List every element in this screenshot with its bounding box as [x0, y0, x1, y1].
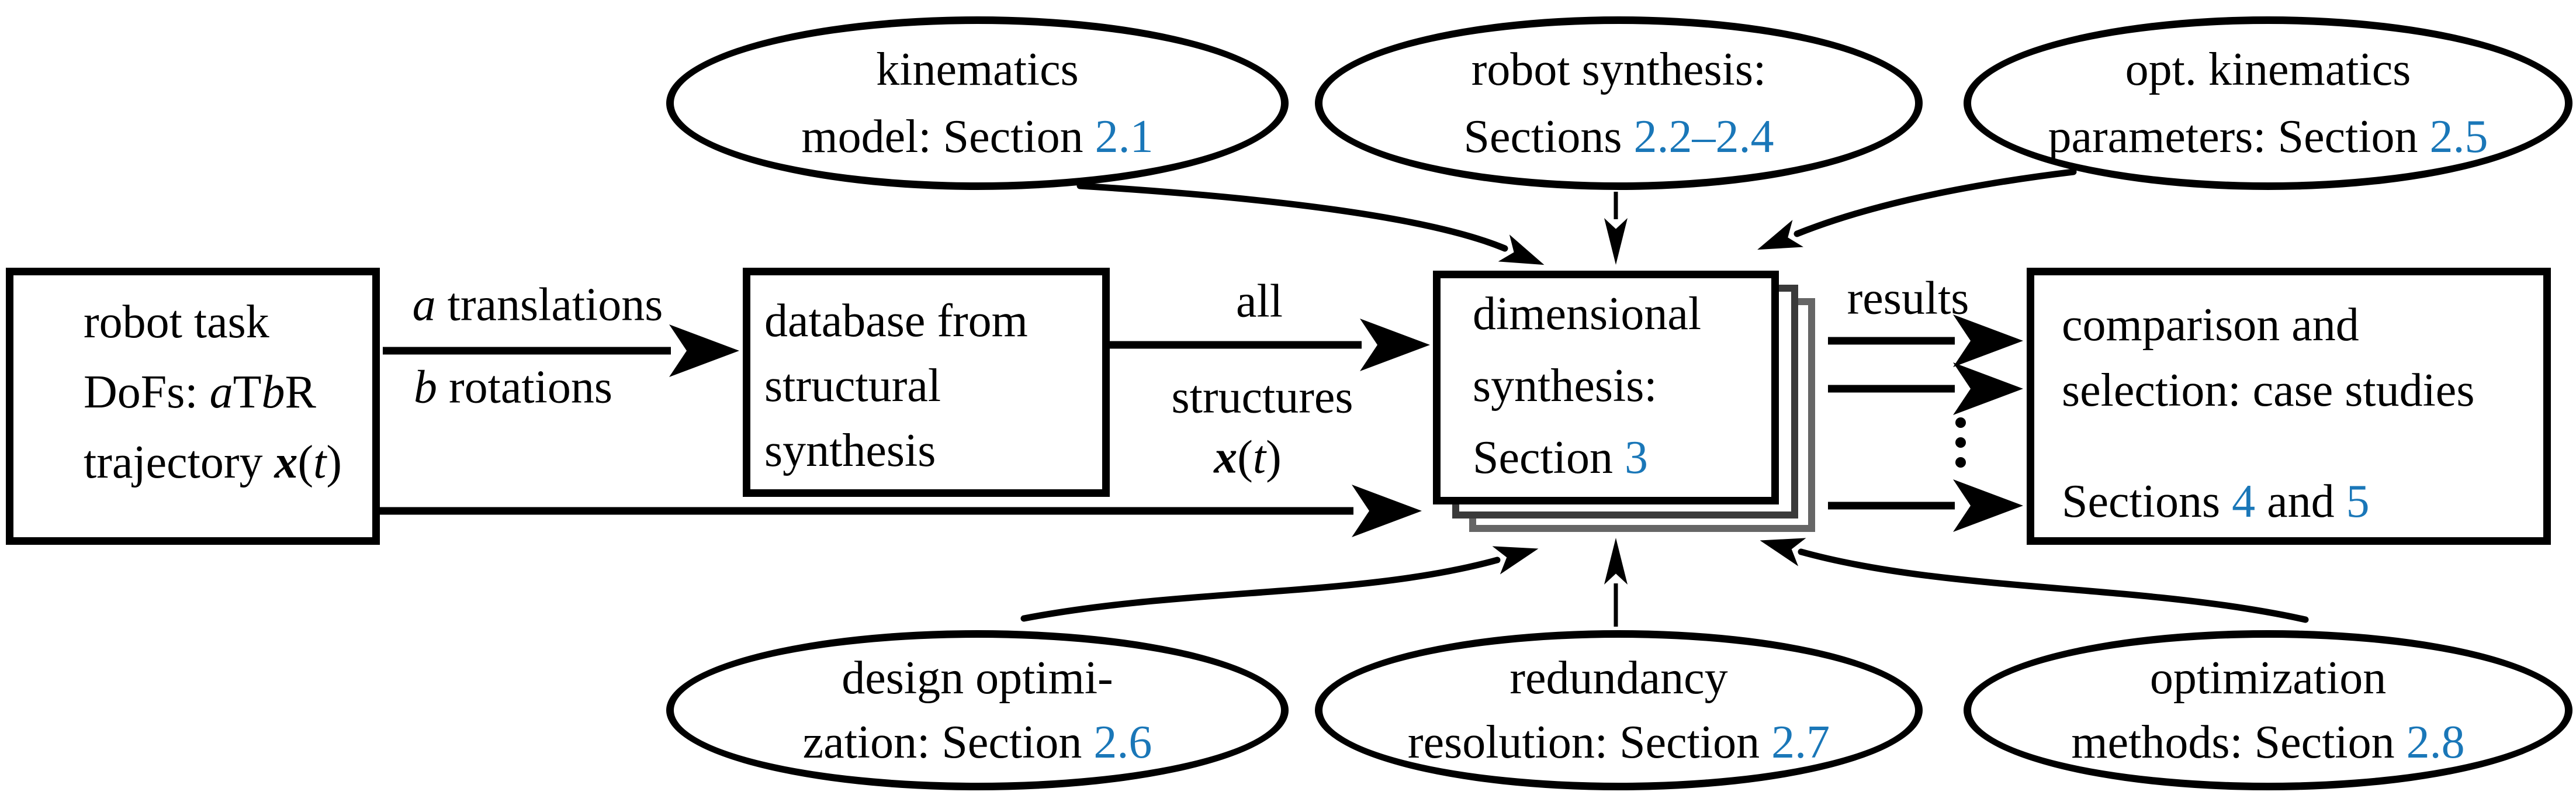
var-x: x	[1214, 431, 1238, 483]
label-all: all	[1236, 275, 1283, 327]
box-line: synthesis:	[1473, 360, 1657, 412]
label-results: results	[1847, 272, 1969, 324]
box-dimensional-synthesis: dimensional synthesis: Section 3	[1433, 271, 1779, 504]
box-line: DoFs: aTbR	[84, 357, 372, 427]
label-xt: x(t)	[1214, 431, 1282, 485]
ellipse-line: optimization	[2149, 652, 2387, 704]
box-line: Section 3	[1473, 422, 1771, 494]
ellipse-line: design optimi-	[842, 652, 1113, 704]
section-link-2-1[interactable]: 2.1	[1095, 110, 1154, 163]
trajectory-label: trajectory	[84, 437, 275, 488]
ellipse-robot-synthesis: robot synthesis: Sections 2.2–2.4	[1315, 16, 1923, 190]
section-link-4[interactable]: 4	[2232, 476, 2256, 527]
paren: (	[1237, 431, 1253, 483]
box-line: trajectory x(t)	[84, 427, 372, 497]
box-line: synthesis	[764, 425, 936, 476]
ellipse-text: parameters: Section	[2048, 110, 2430, 163]
label-structures: structures	[1171, 371, 1353, 423]
box-line: database from	[764, 295, 1028, 347]
ellipse-line: resolution: Section 2.7	[1408, 710, 1830, 775]
var-a: a	[412, 279, 436, 331]
section-link-5[interactable]: 5	[2346, 476, 2370, 527]
box-robot-task: robot task DoFs: aTbR trajectory x(t)	[6, 268, 380, 545]
label-text: rotations	[437, 361, 612, 413]
label-b-rotations: b rotations	[414, 361, 612, 414]
section-link-2-5[interactable]: 2.5	[2429, 110, 2488, 163]
label-a-translations: a translations	[413, 279, 663, 332]
ellipse-text: methods: Section	[2071, 717, 2407, 768]
var-t: t	[1252, 431, 1266, 483]
dofs-label: DoFs:	[84, 367, 210, 418]
section-link-2-2-2-4[interactable]: 2.2–2.4	[1633, 110, 1774, 163]
ellipse-text: resolution: Section	[1407, 717, 1772, 768]
arrow-design-optimization-to-synthesis	[1020, 546, 1539, 622]
ellipse-text: zation: Section	[802, 717, 1094, 768]
and-text: and	[2255, 476, 2346, 527]
arrow-optimization-methods-to-synthesis	[1760, 538, 2309, 623]
var-t: t	[313, 437, 327, 488]
ellipse-kinematics-model: kinematics model: Section 2.1	[666, 16, 1289, 190]
box-line: selection: case studies	[2062, 365, 2475, 416]
ellipse-line: parameters: Section 2.5	[2048, 103, 2488, 171]
var-a: a	[209, 367, 233, 418]
vertical-dots-icon	[1955, 417, 1966, 468]
var-b: b	[414, 361, 438, 413]
sections-text: Sections	[2062, 476, 2232, 527]
ellipse-opt-kinematics-parameters: opt. kinematics parameters: Section 2.5	[1964, 16, 2572, 190]
section-link-2-6[interactable]: 2.6	[1093, 717, 1152, 768]
section-text: Section	[1473, 432, 1625, 483]
section-link-2-7[interactable]: 2.7	[1771, 717, 1830, 768]
var-x: x	[274, 437, 298, 488]
paren: )	[326, 437, 342, 488]
ellipse-text: Sections	[1463, 110, 1634, 163]
ellipse-line: opt. kinematics	[2125, 43, 2411, 95]
ellipse-line: redundancy	[1509, 652, 1728, 704]
ellipse-design-optimization: design optimi- zation: Section 2.6	[666, 630, 1289, 790]
arrow-opt-kinematics-to-synthesis	[1757, 168, 2077, 250]
sym-T: T	[233, 367, 262, 418]
arrow-kinematics-to-synthesis	[1076, 182, 1545, 265]
section-link-3[interactable]: 3	[1624, 432, 1648, 483]
box-line: dimensional	[1473, 288, 1702, 340]
box-line: robot task	[84, 296, 269, 348]
ellipse-line: robot synthesis:	[1471, 43, 1767, 95]
sym-R: R	[285, 367, 316, 418]
box-comparison-selection: comparison and selection: case studies S…	[2027, 268, 2551, 545]
ellipse-line: model: Section 2.1	[801, 103, 1153, 171]
ellipse-line: zation: Section 2.6	[803, 710, 1152, 775]
box-line: Sections 4 and 5	[2062, 469, 2543, 534]
var-b: b	[261, 367, 285, 418]
ellipse-line: kinematics	[876, 43, 1079, 95]
box-line: structural	[764, 360, 941, 412]
box-line: comparison and	[2062, 299, 2359, 351]
box-database-structural-synthesis: database from structural synthesis	[743, 268, 1110, 497]
paren: )	[1266, 431, 1282, 483]
ellipse-optimization-methods: optimization methods: Section 2.8	[1964, 630, 2572, 790]
ellipse-text: model: Section	[801, 110, 1095, 163]
section-link-2-8[interactable]: 2.8	[2406, 717, 2465, 768]
ellipse-line: methods: Section 2.8	[2071, 710, 2464, 775]
label-text: translations	[435, 279, 663, 331]
paren: (	[297, 437, 314, 488]
ellipse-redundancy-resolution: redundancy resolution: Section 2.7	[1315, 630, 1923, 790]
ellipse-line: Sections 2.2–2.4	[1463, 103, 1774, 171]
